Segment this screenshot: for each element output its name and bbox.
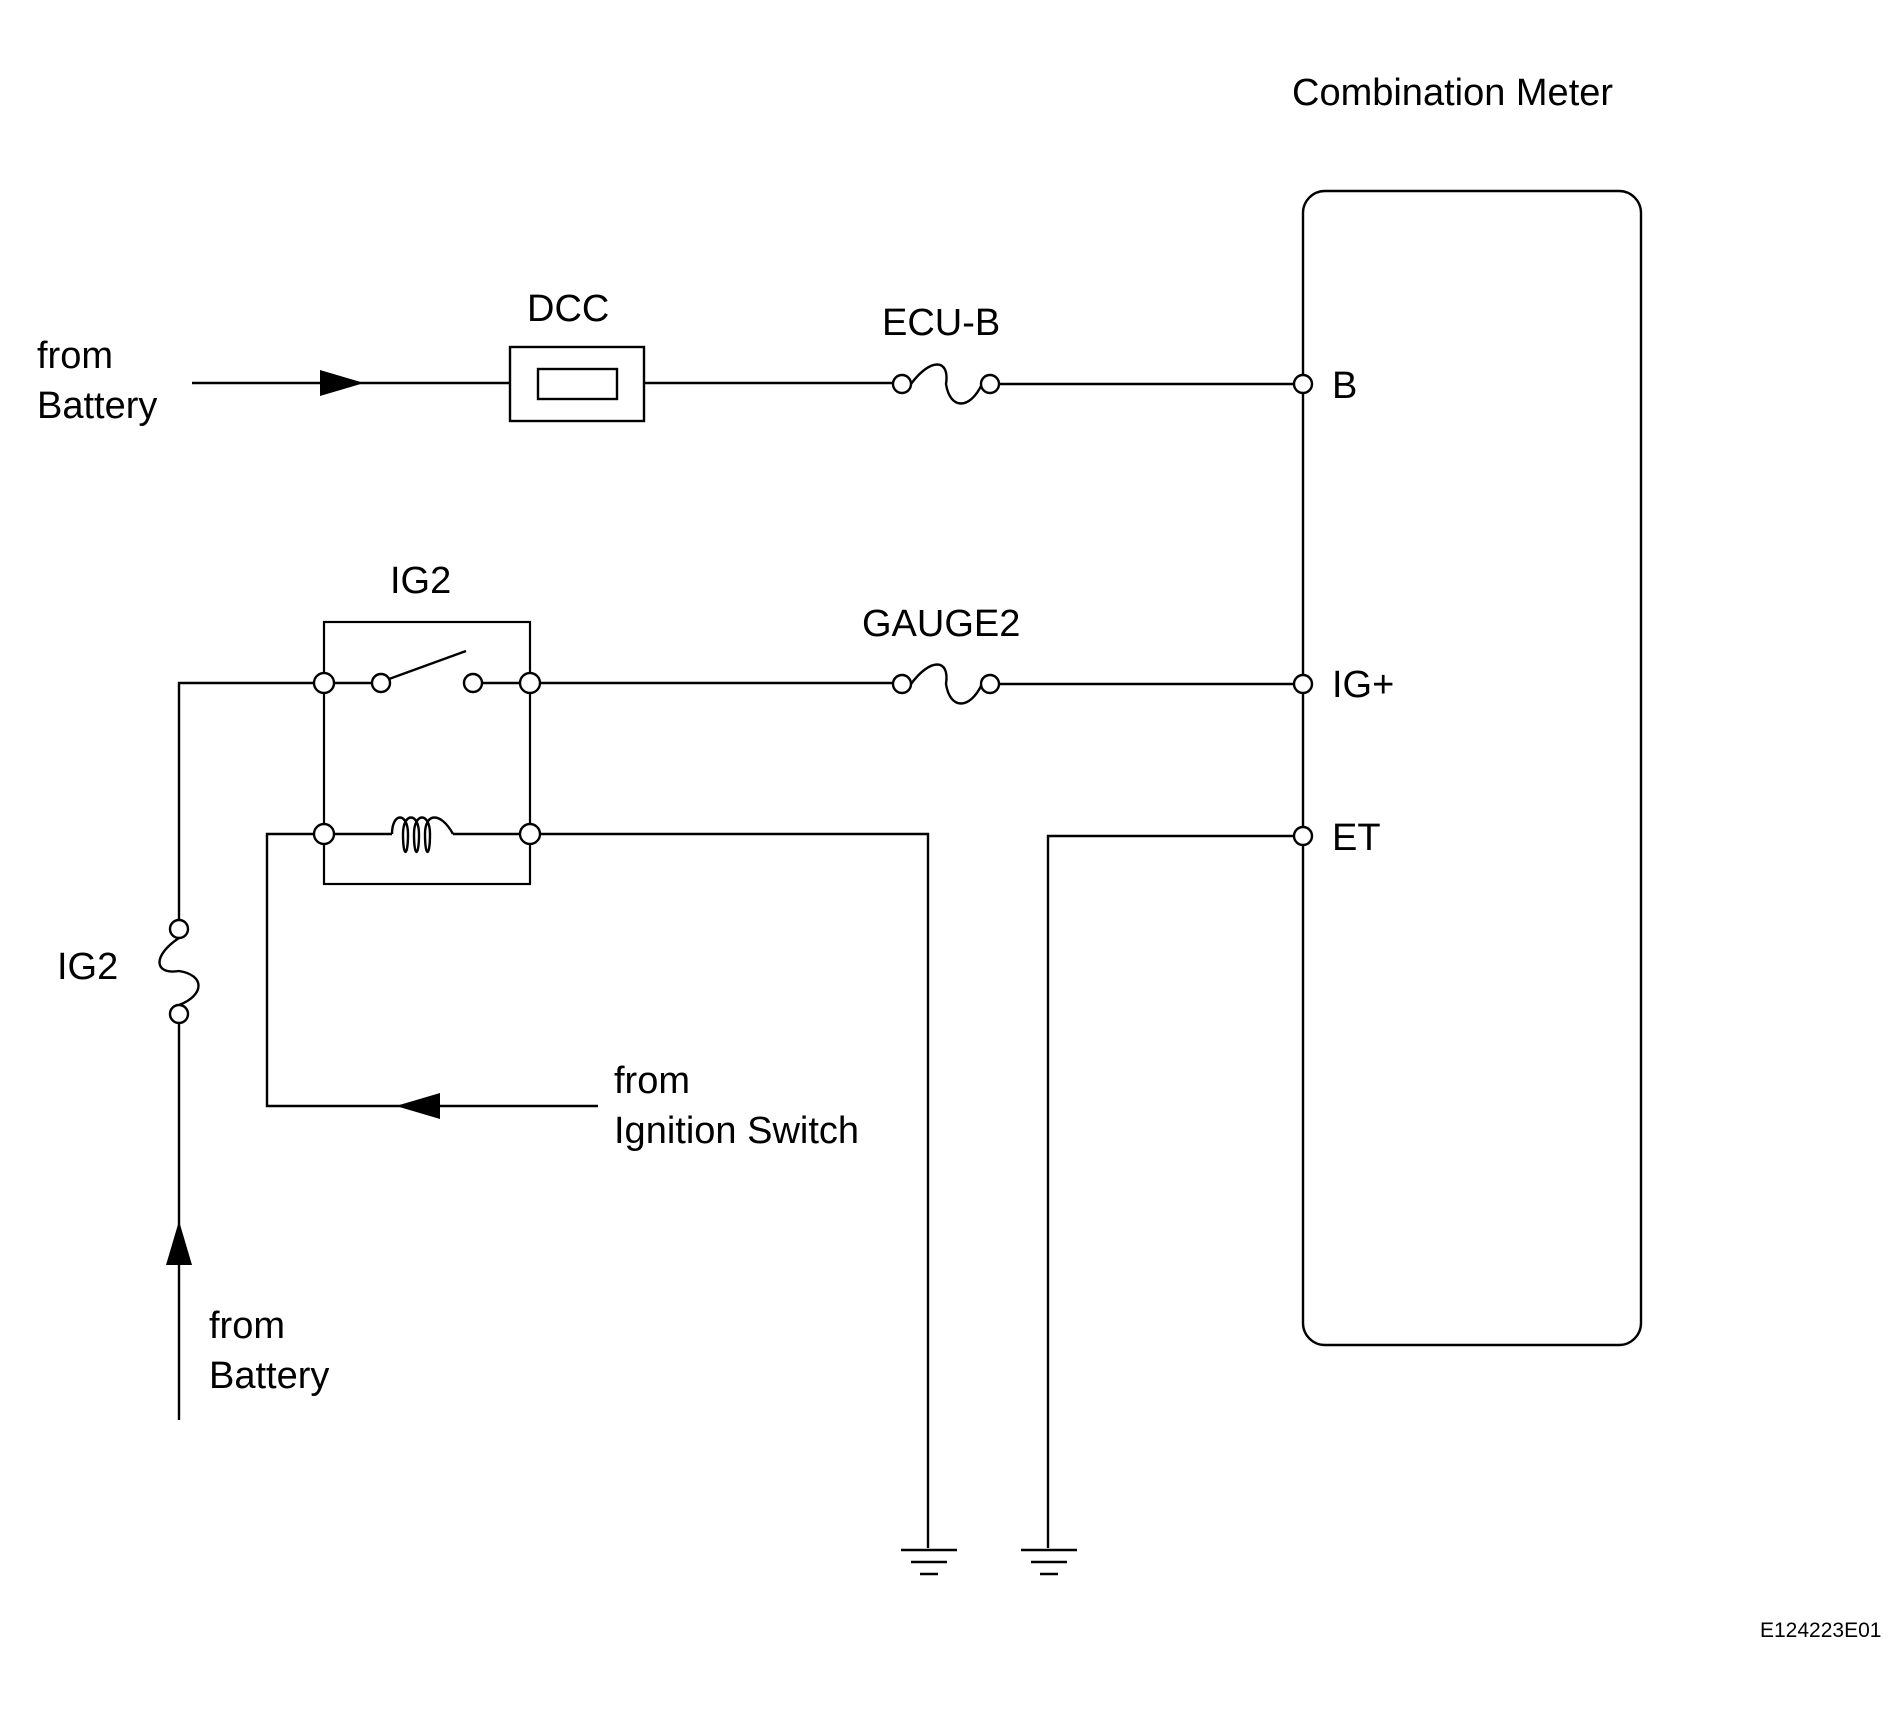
relay-switch-contact-left <box>370 672 392 694</box>
relay-ground-icon <box>901 1548 957 1576</box>
ecu-b-fuse-icon <box>910 363 984 405</box>
ecu-b-fuse-terminal-right <box>979 373 1001 395</box>
from-ignition-label-line1: from <box>614 1060 690 1102</box>
combination-meter-label: Combination Meter <box>1292 72 1613 114</box>
gauge2-fuse-terminal-right <box>979 673 1001 695</box>
dcc-fusible-link-outer <box>508 345 646 423</box>
pin-ig-label: IG+ <box>1332 664 1394 706</box>
ecu-b-label: ECU-B <box>882 302 1000 344</box>
figure-code: E124223E01 <box>1760 1619 1881 1642</box>
gauge2-fuse-terminal-left <box>891 673 913 695</box>
dcc-label: DCC <box>527 288 609 330</box>
battery-arrow-top-icon <box>320 370 364 396</box>
ignition-arrow-icon <box>396 1093 440 1119</box>
pin-et-label: ET <box>1332 817 1381 859</box>
relay-terminal-top-right <box>518 671 542 695</box>
pin-b-terminal <box>1292 373 1314 395</box>
ecu-b-fuse-terminal-left <box>891 373 913 395</box>
combination-meter-box <box>1301 189 1643 1347</box>
from-battery-bottom-label-line2: Battery <box>209 1355 329 1397</box>
from-ignition-label-line2: Ignition Switch <box>614 1110 859 1152</box>
relay-switch-blade <box>388 649 467 681</box>
ig2-fuse-terminal-top <box>168 918 190 940</box>
relay-terminal-bottom-right <box>518 822 542 846</box>
relay-terminal-top-left <box>312 671 336 695</box>
gauge2-label: GAUGE2 <box>862 603 1020 645</box>
meter-ground-icon <box>1021 1548 1077 1576</box>
battery-arrow-bottom-icon <box>166 1221 192 1265</box>
ig2-relay-label: IG2 <box>390 560 451 602</box>
pin-b-label: B <box>1332 365 1357 407</box>
from-battery-bottom-label-line1: from <box>209 1305 285 1347</box>
gauge2-fuse-icon <box>910 663 984 705</box>
ig2-fuse-terminal-bottom <box>168 1003 190 1025</box>
relay-switch-contact-right <box>462 672 484 694</box>
pin-ig-terminal <box>1292 673 1314 695</box>
ig2-relay-box <box>322 620 532 886</box>
ignition-switch-to-coil-wire <box>265 832 598 1108</box>
from-battery-top-label-line2: Battery <box>37 385 157 427</box>
from-battery-top-label-line1: from <box>37 335 113 377</box>
ig2-fuse-icon <box>158 936 200 1007</box>
coil-to-ground-wire <box>540 832 930 1548</box>
pin-et-to-ground-wire <box>1046 834 1294 1548</box>
pin-et-terminal <box>1292 825 1314 847</box>
ig2-fuse-label: IG2 <box>57 946 118 988</box>
ig2-fuse-to-relay-wire <box>177 681 314 920</box>
relay-coil-icon <box>390 816 455 854</box>
dcc-fusible-link-inner <box>536 367 619 401</box>
relay-terminal-bottom-left <box>312 822 336 846</box>
